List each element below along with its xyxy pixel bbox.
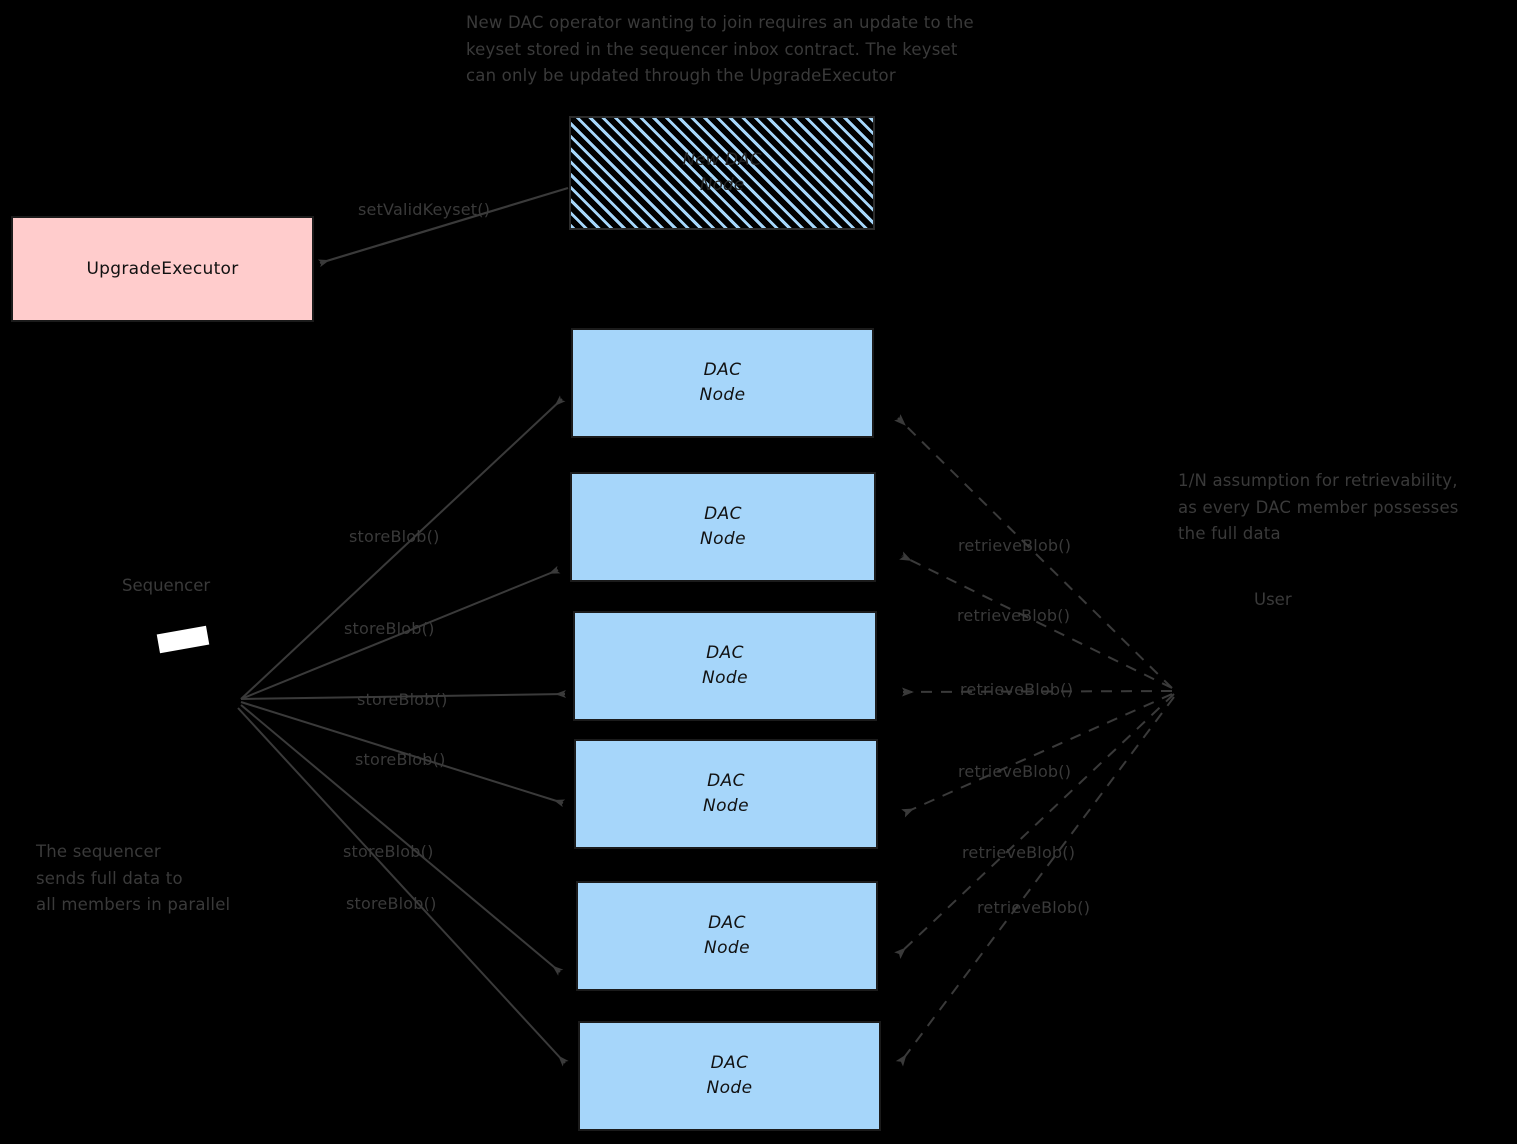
dac-node-3-line1: DAC bbox=[706, 642, 744, 663]
edge-store-blob-1 bbox=[240, 395, 566, 700]
edge-label-store-blob-3: storeBlob() bbox=[357, 690, 448, 709]
edge-store-blob-5 bbox=[240, 704, 564, 976]
edge-retrieve-blob-6 bbox=[895, 696, 1175, 1067]
dac-node-box-6[interactable]: DAC Node bbox=[578, 1021, 881, 1131]
dac-node-box-3[interactable]: DAC Node bbox=[573, 611, 877, 721]
dac-node-5-line2: Node bbox=[704, 938, 750, 958]
dac-node-5-line1: DAC bbox=[708, 912, 746, 933]
sequencer-glyph bbox=[156, 625, 210, 654]
dac-node-4-line2: Node bbox=[703, 796, 749, 816]
edge-label-retrieve-blob-3: retrieveBlob() bbox=[960, 680, 1074, 699]
edge-label-store-blob-1: storeBlob() bbox=[349, 527, 440, 546]
dac-node-2-line2: Node bbox=[700, 529, 746, 549]
edge-label-retrieve-blob-5: retrieveBlob() bbox=[962, 843, 1076, 862]
annotation-retrievability-note: 1/N assumption for retrievability, as ev… bbox=[1178, 471, 1459, 544]
dac-node-2-line1: DAC bbox=[704, 503, 742, 524]
new-dac-node-box[interactable]: New DAC Node bbox=[569, 116, 875, 230]
new-dac-node-line2: Node bbox=[699, 175, 745, 195]
user-label: User bbox=[1254, 590, 1292, 609]
edge-label-retrieve-blob-4: retrieveBlob() bbox=[958, 762, 1072, 781]
dac-node-6-line1: DAC bbox=[710, 1052, 749, 1073]
dac-node-box-4[interactable]: DAC Node bbox=[574, 739, 878, 849]
dac-node-1-line1: DAC bbox=[703, 359, 742, 380]
upgrade-executor-label: UpgradeExecutor bbox=[86, 259, 239, 279]
edge-label-store-blob-5: storeBlob() bbox=[343, 842, 434, 861]
dac-node-box-2[interactable]: DAC Node bbox=[570, 472, 876, 582]
edge-label-store-blob-4: storeBlob() bbox=[355, 750, 446, 769]
annotation-sequencer-note: The sequencer sends full data to all mem… bbox=[36, 842, 231, 915]
dac-node-4-line1: DAC bbox=[707, 770, 745, 791]
edge-label-retrieve-blob-6: retrieveBlob() bbox=[977, 898, 1091, 917]
edge-label-retrieve-blob-1: retrieveBlob() bbox=[958, 536, 1072, 555]
upgrade-executor-box[interactable]: UpgradeExecutor bbox=[11, 216, 314, 322]
edge-label-store-blob-2: storeBlob() bbox=[344, 619, 435, 638]
dac-node-1-line2: Node bbox=[699, 385, 746, 405]
dac-node-box-1[interactable]: DAC Node bbox=[571, 328, 874, 438]
dac-node-6-line2: Node bbox=[706, 1078, 753, 1098]
edge-label-set-valid-keyset: setValidKeyset() bbox=[358, 200, 491, 219]
dac-node-3-line2: Node bbox=[702, 668, 748, 688]
new-dac-node-line1: New DAC bbox=[682, 149, 762, 170]
annotation-keyset-note: New DAC operator wanting to join require… bbox=[466, 13, 974, 86]
dac-node-box-5[interactable]: DAC Node bbox=[576, 881, 878, 991]
edge-label-store-blob-6: storeBlob() bbox=[346, 894, 437, 913]
edge-retrieve-blob-4 bbox=[901, 693, 1173, 818]
sequencer-label: Sequencer bbox=[122, 576, 211, 595]
edge-label-retrieve-blob-2: retrieveBlob() bbox=[957, 606, 1071, 625]
